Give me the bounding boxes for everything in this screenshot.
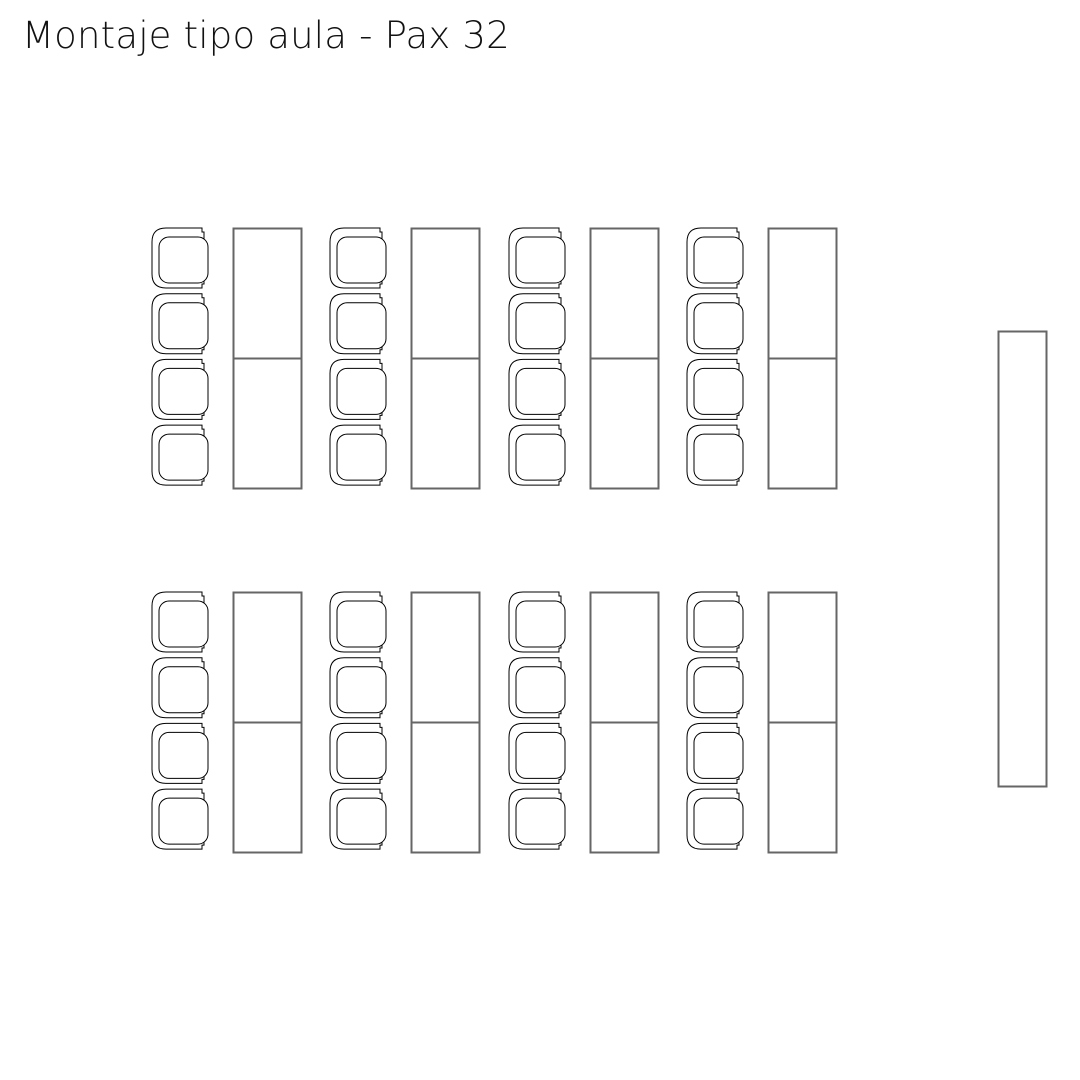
chair-icon	[329, 358, 387, 420]
chair-icon	[508, 293, 566, 355]
table	[589, 721, 660, 854]
table	[232, 227, 303, 360]
chair-icon	[329, 657, 387, 719]
chair-icon	[329, 722, 387, 784]
chair-icon	[686, 227, 744, 289]
chair-icon	[686, 358, 744, 420]
chair-icon	[151, 358, 209, 420]
diagram-title: Montaje tipo aula - Pax 32	[22, 14, 510, 57]
chair-icon	[151, 788, 209, 850]
chair-icon	[151, 591, 209, 653]
chair-icon	[329, 591, 387, 653]
chair-icon	[508, 358, 566, 420]
chair-icon	[508, 591, 566, 653]
chair-icon	[686, 657, 744, 719]
chair-icon	[329, 293, 387, 355]
table	[232, 721, 303, 854]
chair-icon	[686, 788, 744, 850]
chair-icon	[329, 424, 387, 486]
table	[232, 591, 303, 724]
table	[589, 591, 660, 724]
table	[767, 721, 838, 854]
table	[767, 591, 838, 724]
chair-icon	[151, 722, 209, 784]
chair-icon	[151, 227, 209, 289]
table	[767, 227, 838, 360]
table	[410, 357, 481, 490]
chair-icon	[151, 293, 209, 355]
chair-icon	[508, 424, 566, 486]
chair-icon	[329, 227, 387, 289]
table	[410, 227, 481, 360]
chair-icon	[151, 424, 209, 486]
chair-icon	[508, 227, 566, 289]
chair-icon	[686, 293, 744, 355]
chair-icon	[686, 722, 744, 784]
table	[767, 357, 838, 490]
chair-icon	[508, 657, 566, 719]
chair-icon	[686, 424, 744, 486]
chair-icon	[686, 591, 744, 653]
chair-icon	[508, 722, 566, 784]
chair-icon	[508, 788, 566, 850]
table	[410, 591, 481, 724]
table	[410, 721, 481, 854]
front-table	[997, 330, 1048, 788]
chair-icon	[329, 788, 387, 850]
chair-icon	[151, 657, 209, 719]
table	[589, 227, 660, 360]
table	[589, 357, 660, 490]
table	[232, 357, 303, 490]
